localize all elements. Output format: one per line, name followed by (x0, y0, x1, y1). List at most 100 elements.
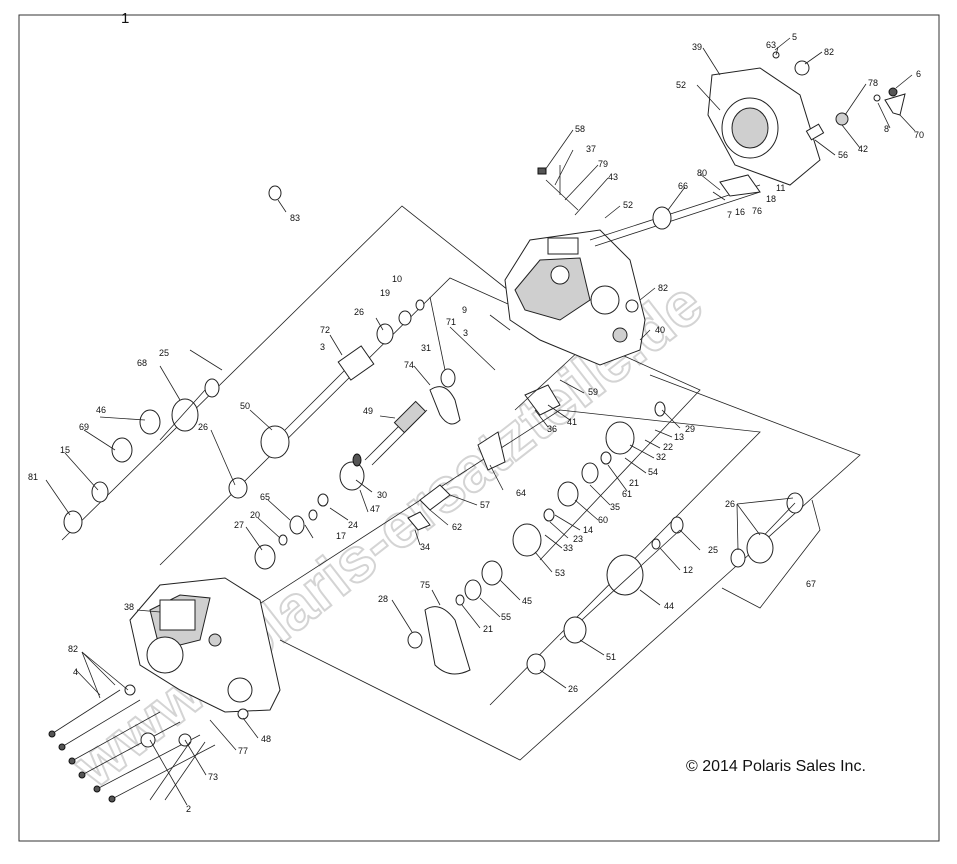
callout-38: 38 (124, 602, 134, 612)
callout-26: 26 (725, 499, 735, 509)
callout-62: 62 (452, 522, 462, 532)
callout-59: 59 (588, 387, 598, 397)
callout-55: 55 (501, 612, 511, 622)
callout-24: 24 (348, 520, 358, 530)
linkage-upper (537, 165, 761, 247)
callout-53: 53 (555, 568, 565, 578)
bracket-67 (721, 499, 821, 609)
callout-43: 43 (608, 172, 618, 182)
callout-41: 41 (567, 417, 577, 427)
callout-3: 3 (320, 342, 325, 352)
callout-14: 14 (583, 525, 593, 535)
callout-77: 77 (238, 746, 248, 756)
shaft-assembly-67 (730, 492, 804, 568)
callout-11: 11 (776, 183, 785, 193)
gear-cluster-47 (254, 431, 506, 570)
callout-7: 7 (727, 210, 732, 220)
callout-54: 54 (648, 467, 658, 477)
callout-83: 83 (290, 213, 300, 223)
side-cover-39 (707, 51, 906, 186)
callout-60: 60 (598, 515, 608, 525)
callout-10: 10 (392, 274, 402, 284)
callout-4: 4 (73, 667, 78, 677)
case-left-38 (129, 577, 281, 713)
ring-83 (268, 185, 282, 201)
callout-56: 56 (838, 150, 848, 160)
callout-50: 50 (240, 401, 250, 411)
housing-40 (504, 229, 646, 366)
callout-18: 18 (766, 194, 776, 204)
callout-28: 28 (378, 594, 388, 604)
callout-29: 29 (685, 424, 695, 434)
callout-71: 71 (446, 317, 456, 327)
callout-35: 35 (610, 502, 620, 512)
callout-5: 5 (792, 32, 797, 42)
callout-17: 17 (336, 531, 346, 541)
callout-26: 26 (568, 684, 578, 694)
callout-21: 21 (483, 624, 493, 634)
callout-25: 25 (708, 545, 718, 555)
callout-30: 30 (377, 490, 387, 500)
callout-19: 19 (380, 288, 390, 298)
callout-36: 36 (547, 424, 557, 434)
callout-82: 82 (68, 644, 78, 654)
callout-26: 26 (198, 422, 208, 432)
callout-46: 46 (96, 405, 106, 415)
callout-13: 13 (674, 432, 684, 442)
callout-75: 75 (420, 580, 430, 590)
callout-25: 25 (159, 348, 169, 358)
callout-68: 68 (137, 358, 147, 368)
callout-48: 48 (261, 734, 271, 744)
bracket-68 (189, 349, 223, 371)
callout-33: 33 (563, 543, 573, 553)
callout-2: 2 (186, 804, 191, 814)
callout-80: 80 (697, 168, 707, 178)
callout-21: 21 (629, 478, 639, 488)
shaft-49 (364, 400, 428, 466)
callout-39: 39 (692, 42, 702, 52)
callout-42: 42 (858, 144, 868, 154)
shaft-assembly-50 (228, 299, 456, 499)
callout-31: 31 (421, 343, 431, 353)
callout-32: 32 (656, 452, 666, 462)
callout-20: 20 (250, 510, 260, 520)
callout-58: 58 (575, 124, 585, 134)
group-outline-a (61, 205, 509, 541)
diagram-border (18, 14, 940, 842)
callout-81: 81 (28, 472, 38, 482)
callout-70: 70 (914, 130, 924, 140)
callout-16: 16 (735, 207, 745, 217)
callout-52: 52 (623, 200, 633, 210)
callout-66: 66 (678, 181, 688, 191)
belt-74 (429, 386, 461, 425)
callout-63: 63 (766, 40, 776, 50)
gear-train-right (407, 401, 684, 675)
callout-76: 76 (752, 206, 762, 216)
callout-6: 6 (916, 69, 921, 79)
callout-52: 52 (676, 80, 686, 90)
callout-labels: 83 68 25 46 6 9 15 81 50 26 7 2 3 26 19 10… (28, 32, 924, 814)
callout-34: 34 (420, 542, 430, 552)
callout-45: 45 (522, 596, 532, 606)
callout-61: 61 (622, 489, 632, 499)
group-outline-d (279, 374, 861, 761)
callout-73: 73 (208, 772, 218, 782)
callout-27: 27 (234, 520, 244, 530)
leader-lines (45, 37, 916, 806)
callout-67: 67 (806, 579, 816, 589)
copyright-text: © 2014 Polaris Sales Inc. (686, 758, 866, 775)
callout-8: 8 (884, 124, 889, 134)
callout-51: 51 (606, 652, 616, 662)
callout-78: 78 (868, 78, 878, 88)
shaft-assembly-68 (63, 378, 220, 534)
callout-22: 22 (663, 442, 673, 452)
callout-15: 15 (60, 445, 70, 455)
callout-49: 49 (363, 406, 373, 416)
callout-9: 9 (462, 305, 467, 315)
callout-47: 47 (370, 504, 380, 514)
callout-82: 82 (658, 283, 668, 293)
callout-26: 26 (354, 307, 364, 317)
callout-74: 74 (404, 360, 414, 370)
callout-57: 57 (480, 500, 490, 510)
